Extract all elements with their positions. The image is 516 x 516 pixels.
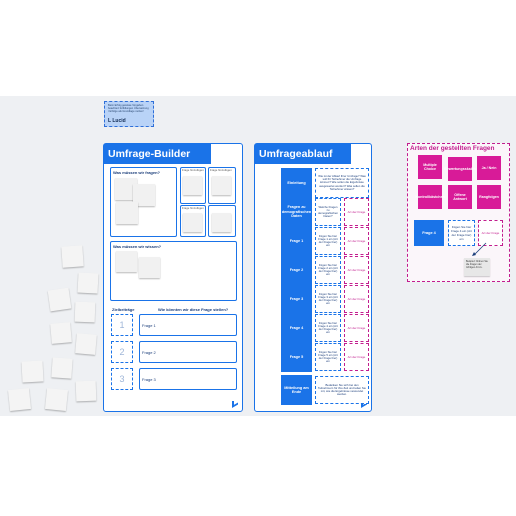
- flow-step-question-1[interactable]: Frage 1: [281, 226, 312, 256]
- question-type-card[interactable]: Offene Antwort: [448, 185, 472, 209]
- flow-step-type[interactable]: Art der Frage: [344, 198, 369, 226]
- question-type-card[interactable]: Bewertungsskalen: [444, 157, 476, 181]
- sticky-note[interactable]: [139, 257, 160, 278]
- sticky-note[interactable]: [50, 322, 72, 344]
- flow-step-desc[interactable]: Fügen Sie hier Frage 4 ein (Art der Frag…: [315, 314, 341, 342]
- lucid-corner-icon: [230, 399, 240, 409]
- flow-step-desc[interactable]: Fügen Sie hier Frage 3 ein (Art der Frag…: [315, 285, 341, 313]
- flow-step-type[interactable]: Art der Frage: [344, 314, 369, 342]
- question-type-card[interactable]: Ja / Nein: [477, 156, 501, 180]
- sticky-note[interactable]: [116, 251, 137, 272]
- flow-step-desc[interactable]: Wie ist der Ablauf Ihrer Umfrage? Was so…: [315, 168, 369, 198]
- flow-step-intro[interactable]: Einleitung: [281, 168, 312, 198]
- lucid-corner-icon: [359, 399, 369, 409]
- knowledge-label: Was müssen wir wissen?: [113, 244, 162, 249]
- mini-card-label: Frage hinzufügen: [210, 168, 232, 172]
- aims-label: Wie könnten wir diese Frage stellen?: [158, 307, 229, 312]
- sticky-note[interactable]: [51, 357, 73, 379]
- question-type-card[interactable]: Kontrollkästchen: [415, 185, 445, 209]
- sticky-note[interactable]: [116, 202, 138, 224]
- goal-slot[interactable]: 2: [111, 341, 133, 363]
- sticky-note[interactable]: [61, 245, 84, 268]
- goal-slot[interactable]: 1: [111, 314, 133, 336]
- lucid-note-text: Beim Erfolg gewisse Vorgaben beachten! E…: [108, 104, 149, 114]
- flow-step-closing[interactable]: Mitteilung am Ende: [281, 375, 312, 405]
- flow-step-desc[interactable]: Fügen Sie hier Frage 1 ein (Art der Frag…: [315, 227, 341, 255]
- sticky-note[interactable]: [75, 380, 97, 402]
- example-caption: Beispiel: Ordnen Sie die Fragen der rich…: [466, 260, 488, 269]
- flow-step-type[interactable]: Art der Frage: [344, 285, 369, 313]
- goal-slot[interactable]: 3: [111, 368, 133, 390]
- sticky-note[interactable]: [7, 387, 32, 412]
- sticky-note[interactable]: [115, 178, 137, 200]
- survey-flow-title: Umfrageablauf: [255, 144, 351, 164]
- flow-step-desc[interactable]: Bedanken Sie sich bei den Teilnehmern fü…: [315, 376, 369, 404]
- flow-step-desc[interactable]: Fügen Sie hier Frage 5 ein (Art der Frag…: [315, 343, 341, 371]
- sticky-note[interactable]: [133, 184, 155, 206]
- mini-card-label: Frage hinzufügen: [182, 206, 204, 210]
- lucid-logo: L Lucid: [108, 118, 126, 124]
- question-row[interactable]: [139, 368, 237, 390]
- sticky-note[interactable]: [44, 387, 69, 412]
- example-desc-card[interactable]: Fügen Sie hier Frage 4 ein (Art der Frag…: [448, 220, 475, 246]
- sticky-note[interactable]: [74, 301, 96, 323]
- mini-card-label: Frage hinzufügen: [182, 168, 204, 172]
- survey-builder-title: Umfrage-Builder: [104, 144, 211, 164]
- flow-step-type[interactable]: Art der Frage: [344, 256, 369, 284]
- flow-step-type[interactable]: Art der Frage: [344, 227, 369, 255]
- sticky-note[interactable]: [75, 333, 97, 355]
- sticky-note[interactable]: [212, 213, 231, 232]
- flow-step-desc[interactable]: Welche Fragen zu demografischen Daten?: [315, 198, 341, 226]
- sticky-note[interactable]: [183, 213, 202, 232]
- question-type-card[interactable]: Multiple Choice: [418, 155, 442, 179]
- question-row-label: Frage 1: [142, 323, 156, 328]
- question-types-title: Arten der gestellten Fragen: [410, 145, 495, 152]
- flow-step-question-4[interactable]: Frage 4: [281, 313, 312, 343]
- flow-step-question-5[interactable]: Frage 5: [281, 342, 312, 372]
- connector-arrow: [472, 242, 487, 256]
- flow-step-type[interactable]: Art der Frage: [344, 343, 369, 371]
- example-question-card[interactable]: Frage 4: [414, 220, 444, 246]
- question-row[interactable]: [139, 314, 237, 336]
- flow-step-question-2[interactable]: Frage 2: [281, 255, 312, 285]
- flow-step-desc[interactable]: Fügen Sie hier Frage 2 ein (Art der Frag…: [315, 256, 341, 284]
- question-row[interactable]: [139, 341, 237, 363]
- question-row-label: Frage 3: [142, 377, 156, 382]
- sticky-note[interactable]: [183, 176, 202, 195]
- goals-label: Zielbeiträge: [112, 307, 135, 312]
- sticky-note[interactable]: [47, 287, 72, 312]
- flow-step-demographics[interactable]: Fragen zu demografischen Daten: [281, 197, 312, 227]
- question-ideas-label: Was müssen wir fragen?: [113, 170, 160, 175]
- sticky-note[interactable]: [212, 176, 231, 195]
- example-caption-card: Beispiel: Ordnen Sie die Fragen der rich…: [464, 258, 490, 276]
- lucid-info-note[interactable]: Beim Erfolg gewisse Vorgaben beachten! E…: [104, 101, 154, 127]
- flow-step-question-3[interactable]: Frage 3: [281, 284, 312, 314]
- example-type-card[interactable]: Art der Frage: [478, 220, 503, 246]
- sticky-note[interactable]: [21, 360, 44, 383]
- sticky-note[interactable]: [77, 272, 99, 294]
- question-row-label: Frage 2: [142, 350, 156, 355]
- question-type-card[interactable]: Rangfolgen: [477, 185, 501, 209]
